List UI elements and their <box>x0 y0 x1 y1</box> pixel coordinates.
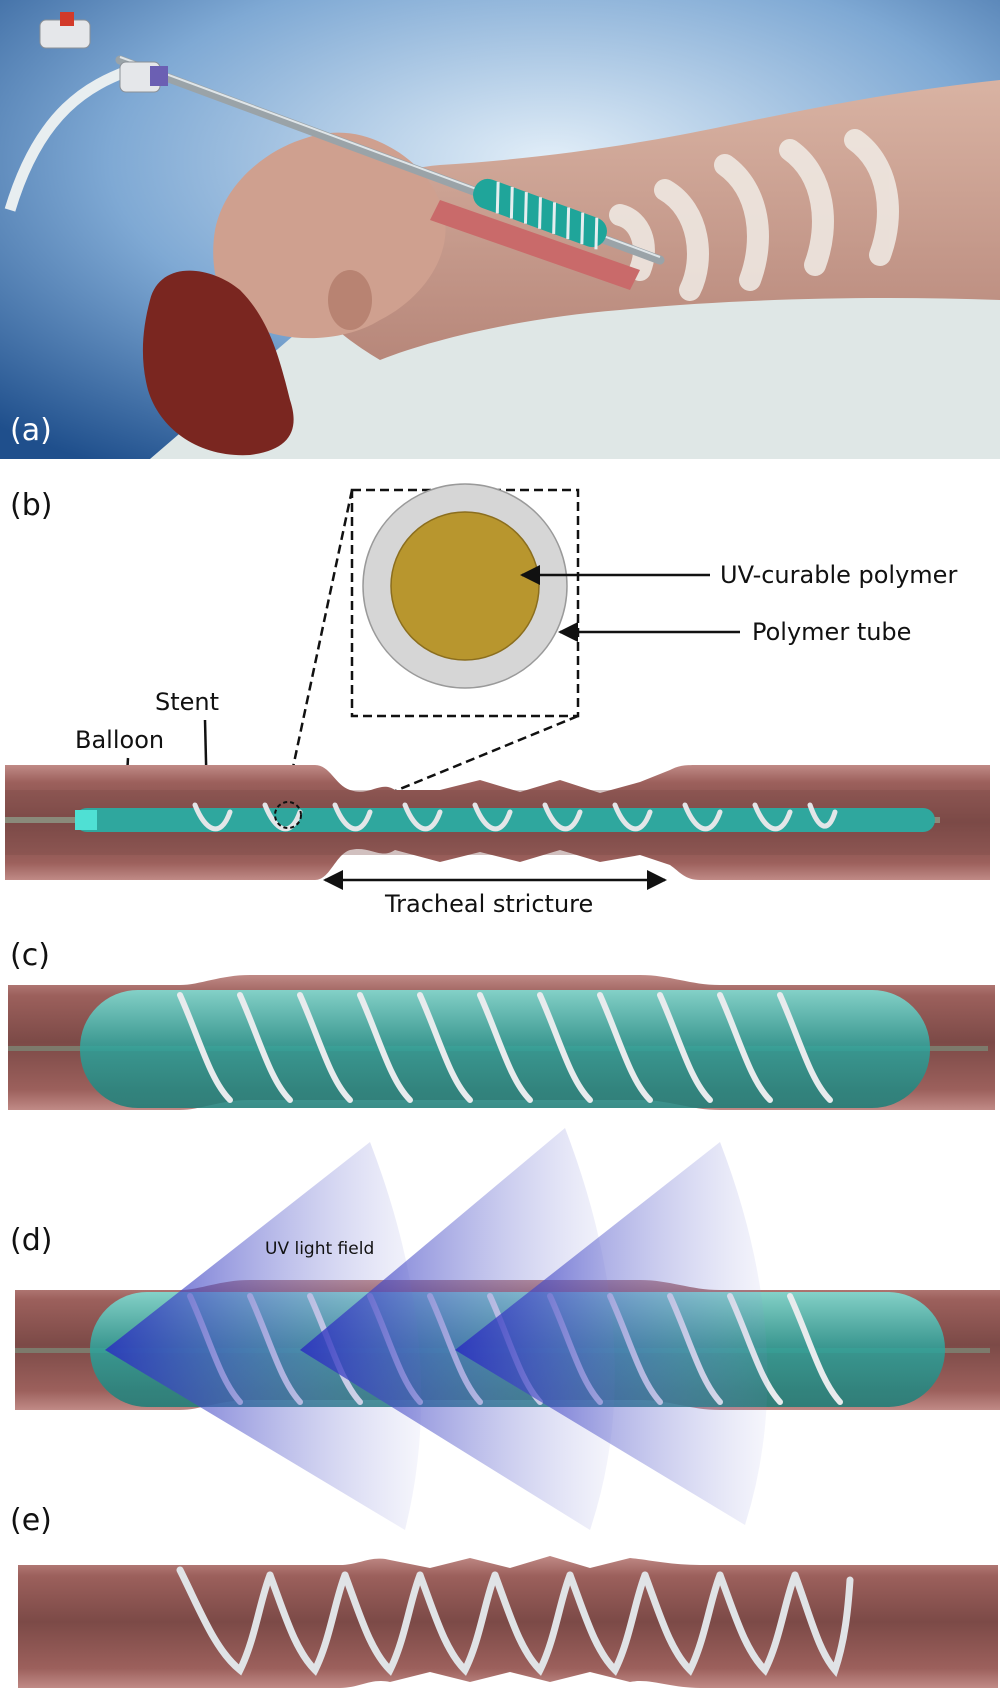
panel-d: (d) UV light field <box>10 1128 1000 1530</box>
stent-coil-e <box>176 1566 854 1678</box>
uv-cone-2 <box>300 1128 615 1530</box>
panel-e-letter: (e) <box>10 1503 52 1538</box>
panel-b-letter: (b) <box>10 488 52 523</box>
stricture-label: Tracheal stricture <box>384 890 593 918</box>
uv-cone-1 <box>105 1142 422 1530</box>
polymer-core <box>390 511 540 661</box>
uv-polymer-label: UV-curable polymer <box>720 561 957 589</box>
uv-cone-3 <box>455 1142 768 1525</box>
balloon-tip-b <box>75 810 97 830</box>
patient-body <box>300 80 1000 360</box>
catheter-tubing <box>4 64 132 212</box>
cross-section-marker <box>274 801 302 829</box>
uv-field-label: UV light field <box>265 1239 374 1259</box>
patient-ear <box>328 270 372 330</box>
rib-cage <box>609 129 899 301</box>
stent-coil-b <box>192 802 838 832</box>
panel-d-letter: (d) <box>10 1223 52 1258</box>
stent-coil-c <box>177 992 833 1103</box>
patient-head <box>213 132 446 339</box>
trachea-tube-e <box>18 1556 998 1688</box>
panel-a: (a) <box>0 0 1000 459</box>
stent-label: Stent <box>155 688 219 716</box>
bronchoscope-handle <box>39 12 168 93</box>
zoom-line-top <box>283 489 354 806</box>
polymer-tube-label: Polymer tube <box>752 618 911 646</box>
zoom-line-bottom <box>299 714 579 832</box>
panel-b: (b) UV-curable polymer Polymer tube Sten… <box>5 483 990 918</box>
patient-hair <box>142 270 294 456</box>
panel-e: (e) <box>10 1503 998 1688</box>
panel-c-letter: (c) <box>10 938 50 973</box>
trachea <box>430 200 640 290</box>
panel-a-letter: (a) <box>10 413 52 448</box>
balloon-label: Balloon <box>75 726 164 754</box>
panel-a-balloon-stent <box>473 178 607 250</box>
panel-c: (c) <box>8 938 995 1110</box>
